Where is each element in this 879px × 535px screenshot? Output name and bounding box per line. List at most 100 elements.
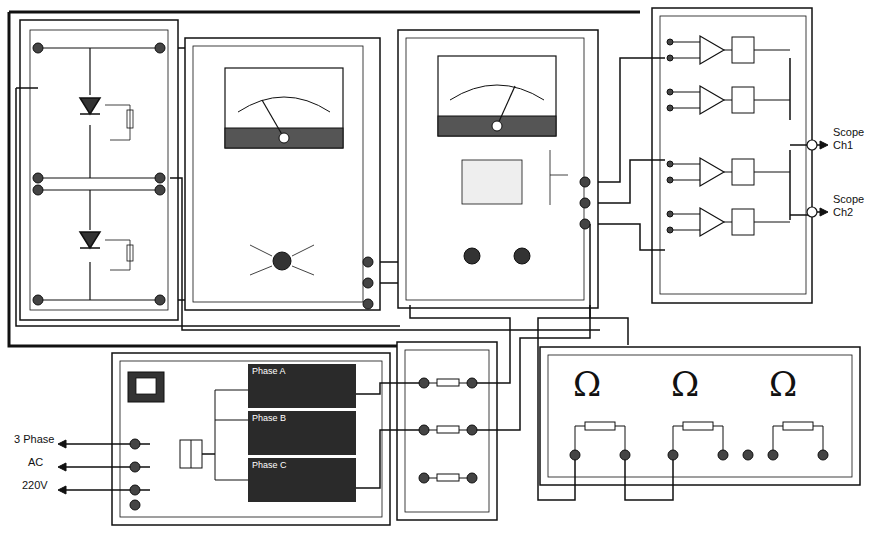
wiring-stroke — [672, 214, 790, 230]
wiring-stroke — [464, 248, 480, 264]
wiring-stroke — [345, 305, 510, 394]
wiring-stroke — [620, 450, 630, 460]
wiring-stroke — [225, 128, 343, 148]
wiring-stroke — [424, 383, 472, 478]
wiring-stroke — [700, 208, 724, 236]
wiring-stroke — [191, 390, 248, 480]
wiring-stroke — [9, 12, 640, 346]
wiring-stroke — [405, 350, 489, 512]
wiring-stroke — [130, 485, 140, 495]
supply-label: AC — [28, 456, 58, 469]
wiring-stroke — [652, 8, 812, 303]
wiring-stroke — [155, 173, 165, 183]
wiring-stroke — [60, 444, 150, 490]
wiring-stroke — [743, 450, 753, 460]
wiring-stroke — [580, 219, 590, 229]
wiring-stroke — [667, 211, 673, 217]
wiring-stroke — [363, 299, 373, 309]
wiring-stroke — [419, 378, 429, 388]
wiring-stroke — [120, 361, 382, 517]
resistor-load-module: ΩΩΩ — [552, 362, 848, 418]
wiring-stroke — [580, 198, 590, 208]
wiring-stroke — [33, 185, 43, 195]
wiring-stroke — [437, 426, 459, 433]
wiring-stroke — [437, 474, 459, 481]
wiring-stroke — [127, 245, 133, 261]
wiring-stroke — [127, 110, 133, 128]
wiring-stroke — [279, 133, 289, 143]
wiring-stroke — [768, 450, 778, 460]
wiring-stroke — [667, 55, 673, 61]
wiring-stroke — [462, 160, 522, 204]
wiring-stroke — [105, 105, 130, 270]
scope-channel-label: Scope Ch2 — [833, 193, 877, 218]
wiring-stroke — [668, 450, 678, 460]
wiring-stroke — [363, 257, 373, 267]
supply-label: 220V — [22, 479, 62, 492]
ohm-symbol: Ω — [671, 362, 695, 406]
wiring-stroke — [130, 500, 140, 510]
wiring-stroke — [238, 97, 330, 112]
wiring-stroke — [16, 88, 600, 330]
wiring-stroke — [438, 56, 556, 136]
wiring-stroke — [33, 295, 43, 305]
wiring-stroke — [262, 100, 284, 138]
wiring-stroke — [667, 177, 673, 183]
wiring-stroke — [492, 121, 502, 131]
wiring-stroke — [9, 8, 860, 525]
wiring-stroke — [820, 141, 828, 216]
wiring-stroke — [667, 105, 673, 111]
wiring-stroke — [397, 342, 497, 520]
phase-terminal-band: Phase B — [248, 411, 356, 455]
wiring-stroke — [128, 372, 164, 402]
wiring-stroke — [732, 37, 754, 63]
wiring-stroke — [273, 252, 291, 270]
wiring-stroke — [250, 245, 314, 275]
wiring-stroke — [38, 48, 160, 300]
phase-name: Phase A — [248, 364, 356, 378]
wiring-stroke — [598, 58, 665, 250]
wiring-stroke — [130, 462, 140, 472]
wiring-stroke — [667, 39, 673, 45]
wiring-stroke — [178, 48, 398, 300]
wiring-stroke — [783, 422, 813, 430]
wiring-stroke — [155, 185, 165, 195]
wiring-stroke — [667, 227, 673, 233]
wiring-stroke — [155, 43, 165, 53]
wiring-stroke — [585, 422, 615, 430]
wiring-stroke — [225, 68, 343, 148]
wiring-stroke — [30, 30, 168, 310]
wiring-stroke — [718, 450, 728, 460]
wiring-stroke — [570, 450, 580, 460]
wiring-stroke — [438, 116, 556, 136]
phase-name: Phase C — [248, 458, 356, 472]
wiring-stroke — [345, 305, 590, 488]
phase-name: Phase B — [248, 411, 356, 425]
scope-channel-label: Scope Ch1 — [833, 126, 877, 151]
wiring-stroke — [33, 173, 43, 183]
wiring-stroke — [548, 355, 852, 477]
wiring-stroke — [58, 440, 66, 494]
wiring-stroke — [185, 38, 380, 310]
wiring-stroke — [33, 36, 828, 510]
wiring-stroke — [514, 248, 530, 264]
wiring-stroke — [818, 450, 828, 460]
wiring-stroke — [80, 232, 100, 248]
wiring-stroke — [732, 159, 754, 185]
wiring-stroke — [700, 36, 724, 64]
wiring-stroke — [406, 38, 584, 300]
wiring-stroke — [672, 92, 790, 108]
wiring-stroke — [419, 425, 429, 435]
wiring-stroke — [700, 158, 724, 186]
wiring-stroke — [363, 278, 373, 288]
wiring-stroke — [20, 20, 178, 320]
wiring-stroke — [538, 224, 628, 500]
wiring-stroke — [732, 209, 754, 235]
wiring-stroke — [667, 161, 673, 167]
wiring-stroke — [700, 86, 724, 114]
wiring-stroke — [625, 455, 673, 500]
wiring-stroke — [540, 347, 860, 485]
wiring-stroke — [807, 140, 817, 150]
